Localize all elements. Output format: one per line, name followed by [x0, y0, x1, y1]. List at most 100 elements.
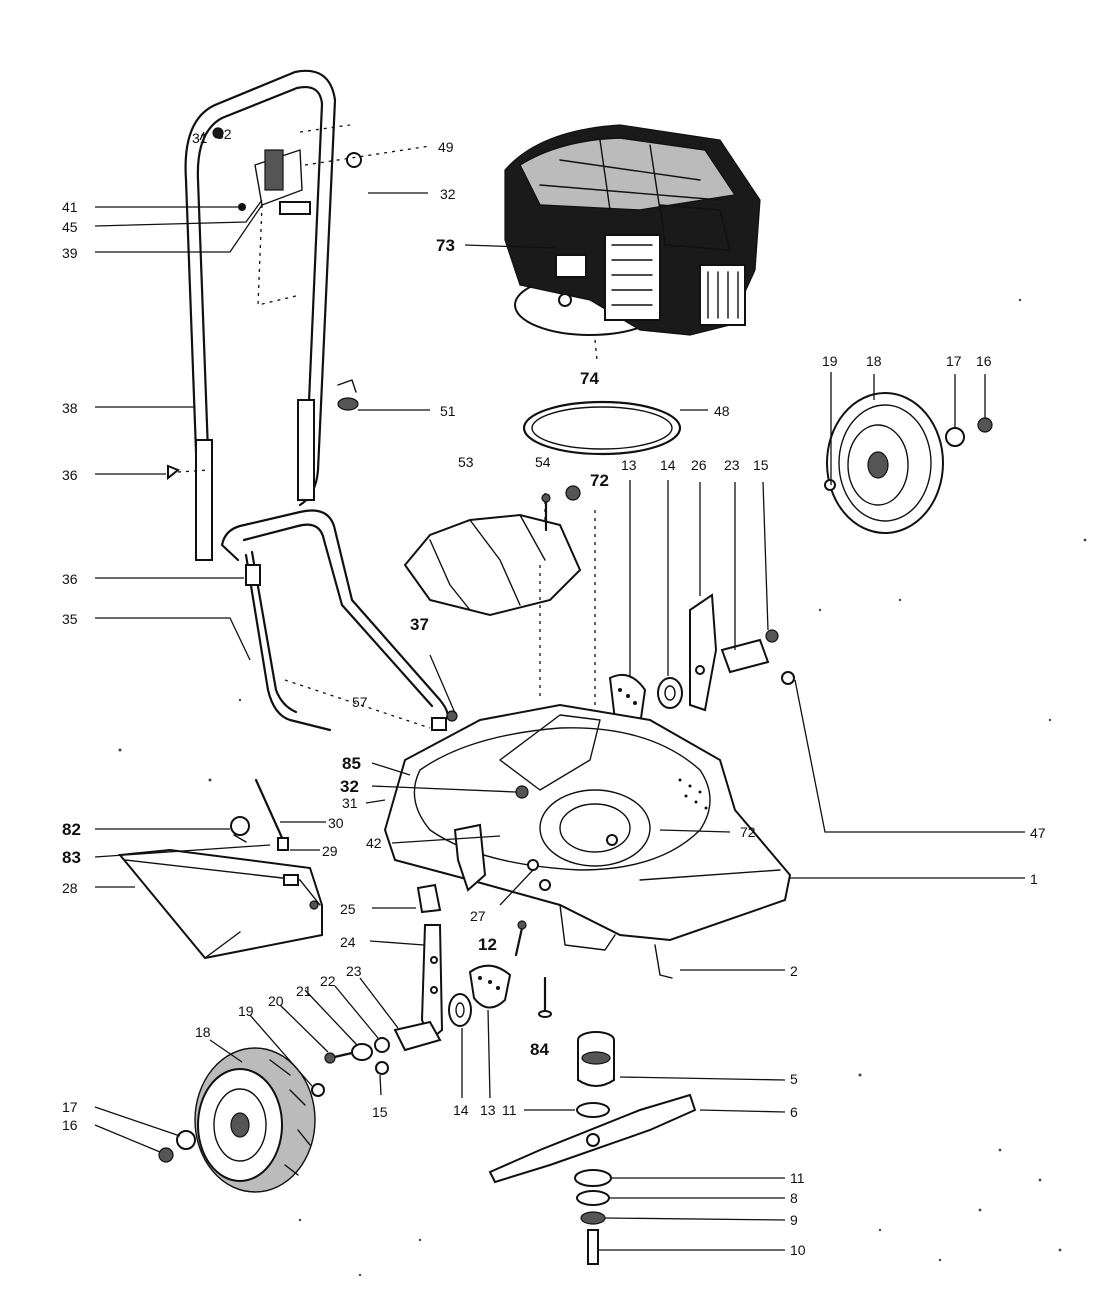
blade-6 [488, 1093, 697, 1184]
callout-6: 6 [790, 1104, 798, 1120]
callout-57: 57 [352, 694, 368, 710]
washer-21 [351, 1043, 373, 1061]
callout-21: 21 [296, 983, 312, 999]
callout-15: 15 [753, 457, 769, 473]
bolt-47 [781, 671, 795, 685]
callout-17: 17 [62, 1099, 78, 1115]
callout-38: 38 [62, 400, 78, 416]
callout-39: 39 [62, 245, 78, 261]
rear-right-wheel [824, 392, 993, 534]
callout-51: 51 [440, 403, 456, 419]
callout-14: 14 [453, 1102, 469, 1118]
callout-84: 84 [530, 1040, 549, 1059]
callout-41: 41 [62, 199, 78, 215]
leader-lines [94, 131, 1025, 1251]
callout-49: 49 [438, 139, 454, 155]
callout-31: 31 [192, 130, 208, 146]
callout-20: 20 [268, 993, 284, 1009]
washer-32-ring [346, 152, 362, 168]
nut-15-right [765, 629, 779, 643]
washer-14-left [448, 993, 472, 1027]
nut-15-left [375, 1061, 389, 1075]
callout-85: 85 [342, 754, 361, 773]
handle-grip-right [297, 399, 315, 501]
front-left-wheel [158, 1047, 316, 1193]
nut-16-right [977, 417, 993, 433]
callout-37: 37 [410, 615, 429, 634]
axle-bracket-23-left [393, 1020, 442, 1052]
belt-48 [522, 400, 682, 456]
bolt-37 [446, 710, 458, 722]
bracket-26 [689, 593, 718, 712]
callout-13: 13 [480, 1102, 496, 1118]
callout-13: 13 [621, 457, 637, 473]
callout-5: 5 [790, 1071, 798, 1087]
plate-57 [284, 679, 447, 731]
callout-30: 30 [328, 815, 344, 831]
callout-18: 18 [866, 353, 882, 369]
callout-32: 32 [216, 126, 232, 142]
bolt-36-lower-plate [245, 564, 261, 586]
bolt-12 [514, 920, 527, 957]
callout-23: 23 [346, 963, 362, 979]
callout-26: 26 [691, 457, 707, 473]
callout-27: 27 [470, 908, 486, 924]
callout-35: 35 [62, 611, 78, 627]
washer-14-right [657, 677, 683, 709]
throttle-lever [264, 149, 284, 191]
bolt-41 [238, 203, 246, 211]
spacer-19-right [824, 479, 836, 491]
callout-2: 2 [790, 963, 798, 979]
bolt-32-deck [515, 785, 529, 799]
engine-label [555, 254, 587, 278]
bolt-10 [587, 1229, 599, 1265]
callout-32: 32 [340, 777, 359, 796]
washer-11-top [576, 1102, 610, 1118]
callout-10: 10 [790, 1242, 806, 1258]
callout-54: 54 [535, 454, 551, 470]
bolt-36-upper [167, 464, 211, 481]
callout-25: 25 [340, 901, 356, 917]
callout-72: 72 [740, 824, 756, 840]
bracket-23-right [720, 629, 795, 685]
callout-23: 23 [724, 457, 740, 473]
engine-bolt [558, 293, 572, 307]
callout-82: 82 [62, 820, 81, 839]
washer-9 [580, 1211, 606, 1225]
bolt-51 [337, 379, 359, 411]
callout-24: 24 [340, 934, 356, 950]
callouts: 31 32 49 32 41 45 39 73 74 38 51 48 19 1… [62, 126, 1046, 1258]
bolt-27 [527, 859, 551, 891]
rear-flap [453, 823, 487, 892]
callout-47: 47 [1030, 825, 1046, 841]
nut-32-top [212, 127, 224, 139]
nut-16-left [158, 1147, 174, 1163]
callout-29: 29 [322, 843, 338, 859]
callout-83: 83 [62, 848, 81, 867]
callout-9: 9 [790, 1212, 798, 1228]
callout-16: 16 [976, 353, 992, 369]
callout-42: 42 [366, 835, 382, 851]
mower-deck [383, 703, 792, 979]
callout-53: 53 [458, 454, 474, 470]
washer-8 [576, 1190, 610, 1206]
callout-48: 48 [714, 403, 730, 419]
grass-deflector-53 [403, 490, 582, 700]
callout-31: 31 [342, 795, 358, 811]
callout-32: 32 [440, 186, 456, 202]
callout-8: 8 [790, 1190, 798, 1206]
bolt-84 [538, 976, 552, 1018]
callout-15: 15 [372, 1104, 388, 1120]
bolt-54 [541, 493, 551, 532]
callout-45: 45 [62, 219, 78, 235]
callout-16: 16 [62, 1117, 78, 1133]
washer-17-left [176, 1130, 196, 1150]
nut-22 [374, 1037, 390, 1053]
engine-cover [604, 234, 661, 321]
callout-12: 12 [478, 935, 497, 954]
grass-chute-28 [118, 848, 323, 960]
bracket-25 [416, 883, 442, 914]
bolt-20 [324, 1051, 354, 1064]
scan-speckle [118, 298, 1087, 1277]
